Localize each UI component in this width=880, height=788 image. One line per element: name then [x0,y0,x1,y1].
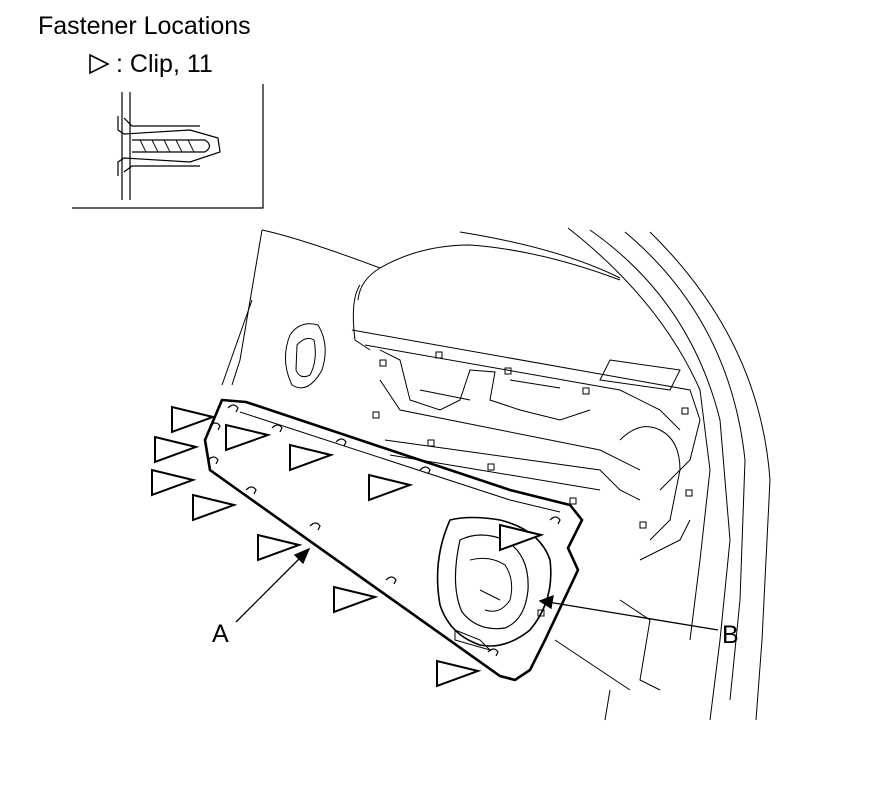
clip-hooks [207,404,561,657]
clip-triangle-icon [289,443,335,472]
callout-b: B [722,621,739,649]
clip-detail-inset [72,84,264,209]
clip-triangle-icon [368,473,414,502]
legend: : Clip, 11 [88,49,213,82]
clip-triangle-icon [499,523,545,552]
clip-triangle-icon [257,533,303,562]
diagram-title: Fastener Locations [38,12,251,40]
clip-triangle-icon [151,468,197,497]
leader-line-b [547,601,719,631]
clip-triangle-icon [225,423,272,452]
callout-a: A [212,620,229,648]
legend-text: : Clip, 11 [116,50,213,78]
clip-triangle-icon [171,405,217,434]
clip-triangle-icon [436,659,482,688]
body-clip-holes [372,351,693,617]
clip-triangle-icon [88,52,110,82]
clip-triangle-icon [333,585,379,614]
clip-triangle-icon [192,493,238,522]
leader-line-a [235,555,303,623]
clip-markers [151,405,545,688]
vehicle-body-outline [221,227,771,721]
leader-lines [235,547,719,631]
clip-triangle-icon [154,435,200,464]
